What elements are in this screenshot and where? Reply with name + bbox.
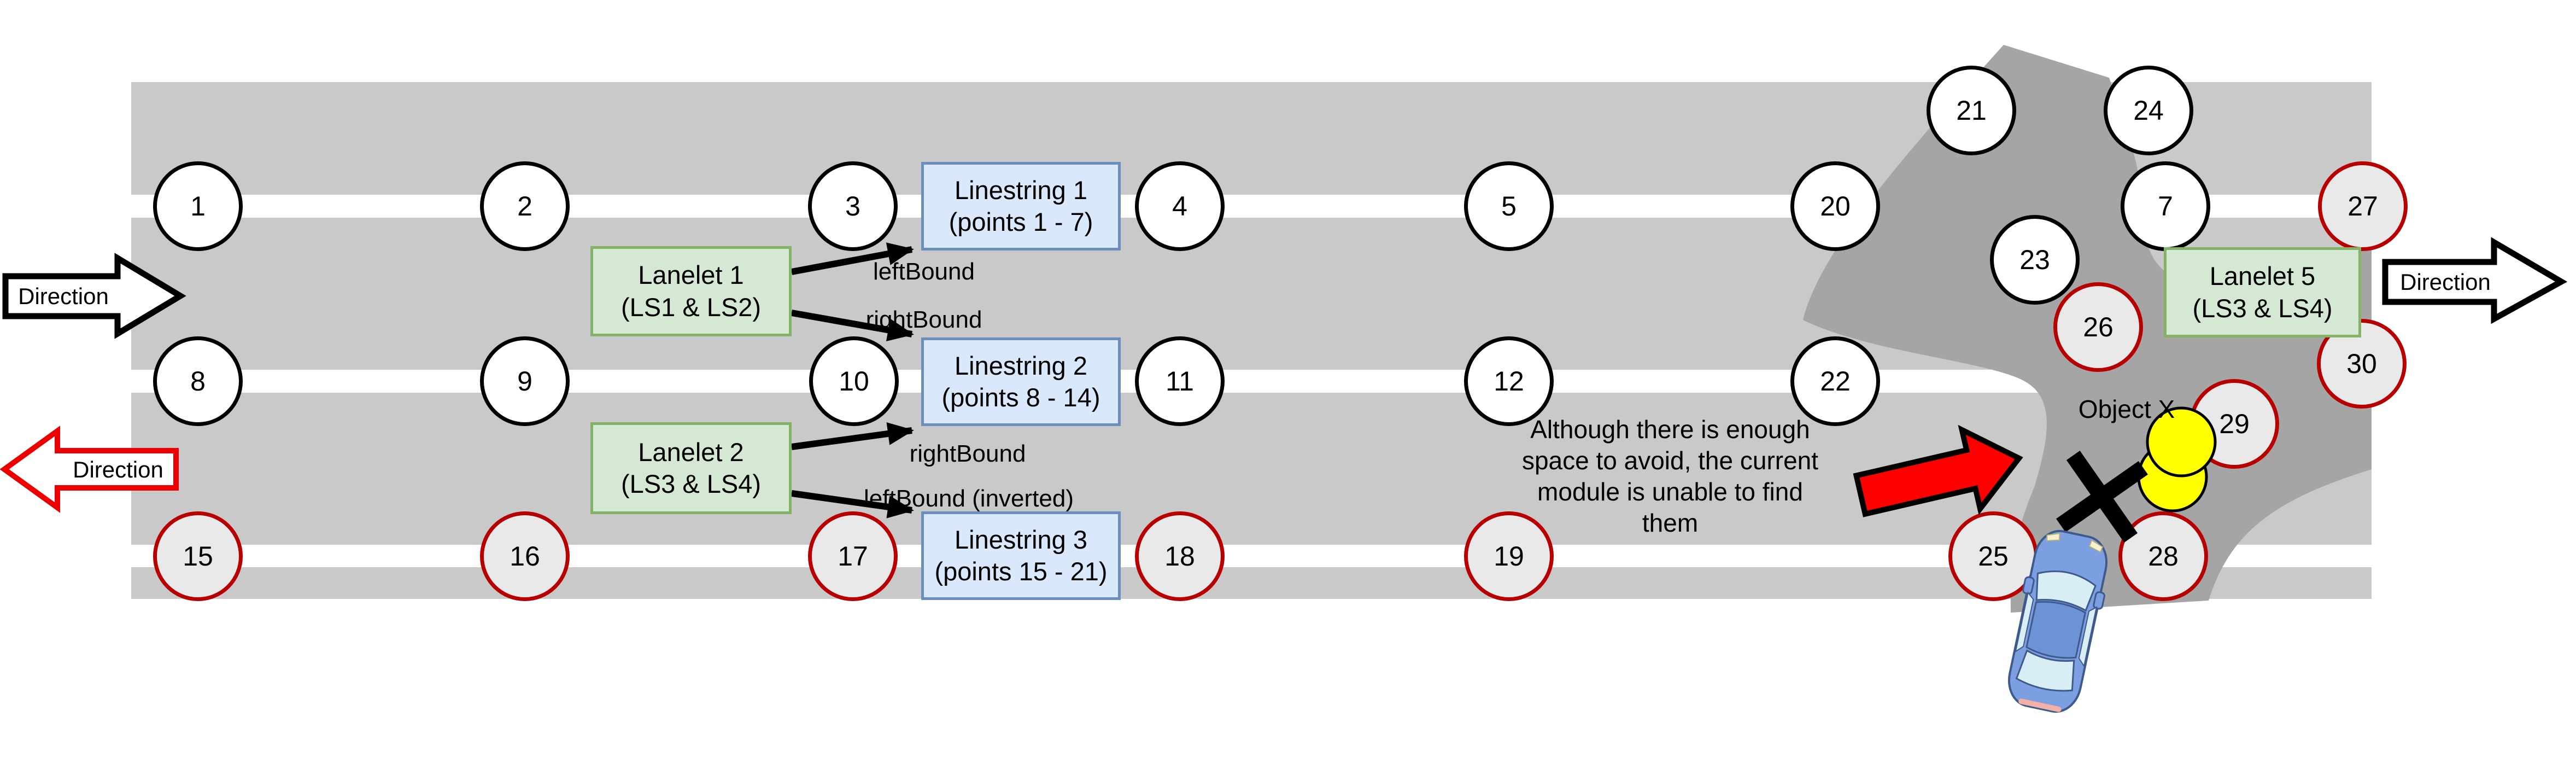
- arrow-lanelet1-leftbound: [791, 242, 914, 275]
- point-circle-2: 2: [480, 161, 570, 251]
- point-circle-11: 11: [1135, 336, 1225, 426]
- annotation-line: them: [1642, 509, 1699, 537]
- annotation-line: module is unable to find: [1537, 477, 1803, 506]
- lanelet-1-box: Lanelet 1(LS1 & LS2): [590, 246, 792, 336]
- point-circle-5: 5: [1464, 161, 1554, 251]
- linestring-2-box-subtitle: (points 8 - 14): [941, 383, 1100, 412]
- lanelet-5-box: Lanelet 5(LS3 & LS4): [2164, 247, 2361, 337]
- linestring-3-box-title: Linestring 3: [955, 525, 1087, 554]
- linestring-1-box-subtitle: (points 1 - 7): [949, 207, 1093, 236]
- linestring-2-box-title: Linestring 2: [955, 351, 1087, 380]
- lanelet-5-box-title: Lanelet 5: [2209, 261, 2316, 291]
- point-circle-8: 8: [153, 336, 243, 426]
- cross-mark-icon: [2056, 451, 2148, 543]
- ego-car: [2007, 529, 2108, 713]
- direction-arrow-top-left: Direction: [2, 253, 186, 339]
- arrow-lanelet1-rightbound: [791, 310, 914, 341]
- point-circle-22: 22: [1790, 336, 1880, 426]
- linestring-3-box: Linestring 3 (points 15 - 21): [921, 511, 1121, 600]
- car-taillight-strip: [2018, 698, 2062, 712]
- obstacle-disc-top: [2146, 406, 2217, 477]
- linestring-3-box-subtitle: (points 15 - 21): [934, 557, 1108, 586]
- linestring-1-box: Linestring 1(points 1 - 7): [921, 162, 1121, 250]
- car-rear-window: [2015, 649, 2075, 692]
- direction-arrow-right: Direction: [2382, 237, 2568, 324]
- direction-arrow-top-left-shape: [2, 253, 186, 339]
- direction-arrow-bottom-left-shape: [0, 426, 179, 513]
- point-circle-19: 19: [1464, 511, 1554, 601]
- car-headlight-right: [2088, 539, 2104, 553]
- point-circle-7: 7: [2121, 161, 2210, 251]
- point-circle-24: 24: [2104, 66, 2193, 155]
- cross-mark-stroke-2: [2056, 461, 2148, 533]
- point-circle-4: 4: [1135, 161, 1225, 251]
- car-windshield: [2035, 570, 2097, 612]
- car-mirror-right: [2093, 591, 2105, 610]
- point-circle-23: 23: [1990, 215, 2080, 305]
- direction-arrow-right-shape: [2382, 237, 2568, 324]
- point-circle-15: 15: [153, 511, 243, 601]
- point-circle-3: 3: [808, 161, 898, 251]
- lanelet-1-box-title: Lanelet 1: [638, 260, 744, 290]
- car-mirror-left: [2022, 576, 2035, 595]
- direction-arrow-top-left-label: Direction: [18, 283, 109, 309]
- annotation-line: Although there is enough: [1530, 415, 1810, 444]
- linestring-1-box-title: Linestring 1: [955, 175, 1087, 205]
- point-circle-9: 9: [480, 336, 570, 426]
- point-circle-26: 26: [2053, 282, 2143, 372]
- point-circle-27: 27: [2318, 161, 2408, 251]
- direction-arrow-bottom-left: Direction: [0, 426, 179, 513]
- car-side-window-left: [2015, 591, 2034, 653]
- point-circle-10: 10: [809, 336, 899, 426]
- point-circle-12: 12: [1464, 336, 1554, 426]
- annotation-line: space to avoid, the current: [1521, 446, 1819, 475]
- point-circle-1: 1: [153, 161, 243, 251]
- point-circle-28: 28: [2118, 511, 2208, 601]
- lanelet-2-box-subtitle: (LS3 & LS4): [620, 469, 762, 498]
- car-headlight-left: [2046, 533, 2060, 541]
- arrow-lanelet2-rightbound: [791, 422, 914, 450]
- bound-label-1: rightBound: [865, 306, 982, 333]
- direction-arrow-bottom-left-label: Direction: [73, 457, 163, 482]
- lanelet-1-box-subtitle: (LS1 & LS2): [620, 292, 762, 322]
- object-x-label: Object X: [2078, 395, 2175, 423]
- bound-label-2: rightBound: [909, 440, 1026, 467]
- direction-arrow-right-label: Direction: [2400, 269, 2491, 295]
- linestring-2-box: Linestring 2 (points 8 - 14): [921, 337, 1121, 426]
- point-circle-16: 16: [480, 511, 570, 601]
- point-circle-20: 20: [1790, 161, 1880, 251]
- attention-arrow: [1853, 424, 2023, 517]
- point-circle-17: 17: [808, 511, 898, 601]
- attention-arrow-shape: [1853, 424, 2023, 517]
- point-circle-18: 18: [1135, 511, 1225, 601]
- car-side-window-right: [2078, 606, 2098, 668]
- relation-arrows: [791, 242, 914, 519]
- lanelet-5-box-subtitle: (LS3 & LS4): [2192, 293, 2333, 323]
- point-circle-21: 21: [1927, 66, 2016, 155]
- car-roof: [2025, 601, 2087, 659]
- arrow-lanelet2-leftbound: [791, 490, 914, 519]
- lanelet-2-box-title: Lanelet 2: [638, 437, 744, 467]
- lanelet-2-box: Lanelet 2(LS3 & LS4): [590, 422, 792, 514]
